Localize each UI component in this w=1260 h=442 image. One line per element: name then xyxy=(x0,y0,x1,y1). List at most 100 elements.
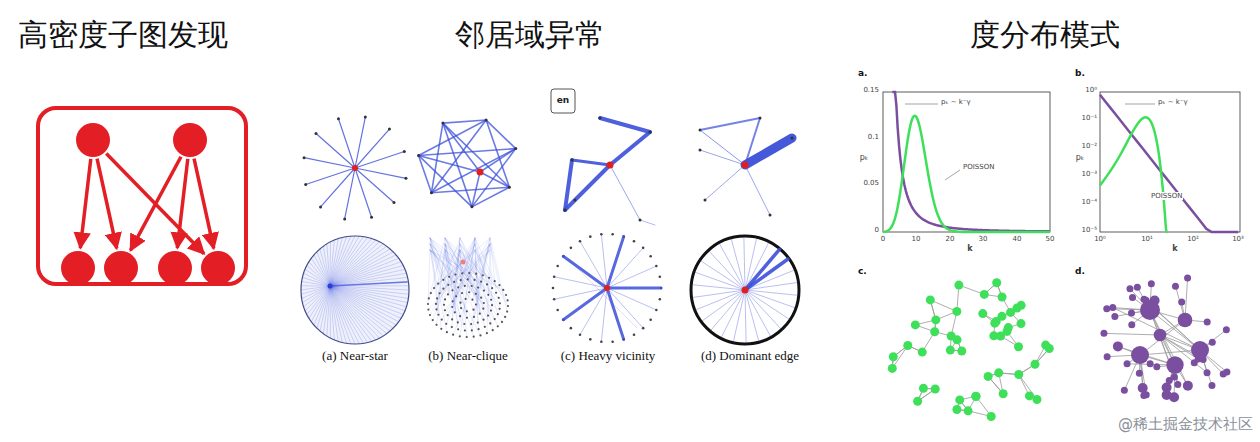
tick-label: 10⁻³ xyxy=(1082,170,1097,178)
network-vertex xyxy=(955,395,964,404)
graph-edge xyxy=(745,290,795,308)
graph-edge xyxy=(480,149,516,172)
tick-label: 0.15 xyxy=(863,86,879,94)
network-vertex xyxy=(980,290,989,299)
vertex xyxy=(201,251,235,285)
network-hub xyxy=(1154,329,1167,342)
graph-outline xyxy=(691,236,799,344)
graph-edge xyxy=(431,187,509,192)
network-vertex xyxy=(911,320,920,329)
power-law-curve xyxy=(892,92,1050,231)
network-vertex xyxy=(952,405,961,414)
graph-edge xyxy=(443,120,486,123)
graph-edge xyxy=(330,286,359,344)
graph-edge xyxy=(355,168,406,178)
network-vertex xyxy=(903,341,912,350)
graph-edge xyxy=(700,130,745,165)
graph-vertex xyxy=(477,169,484,176)
network-vertex xyxy=(1174,381,1181,388)
graph-vertex xyxy=(564,209,567,212)
graph-edge xyxy=(607,248,643,288)
tick-label: 10³ xyxy=(1232,235,1244,243)
graph-vertex xyxy=(556,309,559,312)
tick-label: 0 xyxy=(881,235,885,243)
tick-label: 50 xyxy=(1046,235,1055,243)
graph-vertex xyxy=(432,319,434,321)
graph-edge xyxy=(460,250,467,337)
graph-edge xyxy=(607,266,656,288)
graph-vertex xyxy=(499,302,501,304)
graph-vertex xyxy=(633,333,636,336)
graph-vertex xyxy=(337,117,340,120)
graph-edge xyxy=(445,244,474,337)
graph-edge xyxy=(567,258,637,328)
graph-vertex xyxy=(430,292,432,294)
graph-vertex xyxy=(457,328,459,330)
network-vertex xyxy=(978,309,987,318)
tick-label: 0 xyxy=(875,226,879,234)
graph-vertex xyxy=(508,186,511,189)
network-vertex xyxy=(1109,304,1116,311)
vertex xyxy=(158,251,192,285)
graph-vertex xyxy=(699,129,702,132)
panel-letter: d. xyxy=(1075,266,1085,276)
graph-edge xyxy=(429,238,445,298)
graph-edge xyxy=(745,290,759,341)
network-vertex xyxy=(1223,326,1230,333)
graph-vertex xyxy=(466,336,468,338)
arrow xyxy=(177,159,187,248)
network-vertex xyxy=(1006,308,1015,317)
curve-label: POISSON xyxy=(1150,192,1183,200)
graph-edge xyxy=(744,237,745,290)
network-vertex xyxy=(1128,310,1135,317)
network-vertex xyxy=(999,389,1008,398)
graph-edge xyxy=(443,123,510,187)
tick-label: 0.1 xyxy=(868,133,879,141)
graph-vertex xyxy=(364,116,367,119)
icon-text: en xyxy=(557,95,570,105)
graph-vertex xyxy=(480,281,482,283)
graph-edge xyxy=(430,238,475,315)
network-vertex xyxy=(888,364,897,373)
network-hub xyxy=(1178,313,1193,328)
graph-vertex xyxy=(491,287,493,289)
graph-vertex xyxy=(460,279,462,281)
degree-figure xyxy=(883,92,1240,421)
network-vertex xyxy=(946,346,955,355)
graph-edge xyxy=(572,160,610,165)
graph-edge xyxy=(330,286,405,311)
graph-edge xyxy=(719,244,745,290)
network-vertex xyxy=(1153,363,1160,370)
network-vertex xyxy=(1100,330,1107,337)
graph-edge xyxy=(430,250,447,332)
graph-vertex xyxy=(441,319,443,321)
graph-edge xyxy=(693,290,745,297)
graph-edge xyxy=(580,288,607,335)
arrow xyxy=(80,159,90,248)
graph-edge xyxy=(745,259,788,290)
graph-edge xyxy=(330,286,342,343)
graph-vertex xyxy=(552,287,555,290)
curve-label: POISSON xyxy=(962,163,995,171)
graph-vertex xyxy=(574,199,577,202)
graph-edge xyxy=(330,286,355,344)
graph-vertex xyxy=(589,235,592,238)
network-vertex xyxy=(1126,285,1133,292)
graph-vertex xyxy=(504,316,506,318)
graph-vertex xyxy=(607,162,614,169)
graph-edge xyxy=(330,242,380,286)
graph-vertex xyxy=(495,292,497,294)
network-hub xyxy=(1131,346,1149,364)
network-vertex xyxy=(1121,387,1128,394)
network-vertex xyxy=(889,352,898,361)
graph-vertex xyxy=(505,294,507,296)
network-vertex xyxy=(1171,374,1178,381)
tick-label: 30 xyxy=(979,235,988,243)
network-vertex xyxy=(998,292,1007,301)
graph-edge xyxy=(696,290,745,310)
network-vertex xyxy=(1045,344,1054,353)
graph-vertex xyxy=(442,288,444,290)
graph-vertex xyxy=(570,327,573,330)
